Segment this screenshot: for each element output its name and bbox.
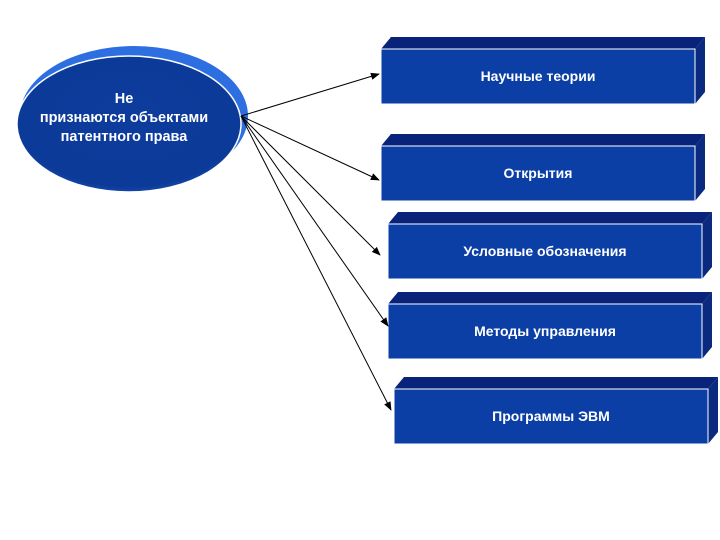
target-box <box>387 292 712 360</box>
connector-arrow <box>240 115 380 181</box>
target-box-front <box>393 388 709 445</box>
connector-arrow <box>240 72 380 117</box>
target-box-front <box>387 303 703 360</box>
target-box <box>380 37 705 105</box>
target-box <box>380 134 705 202</box>
target-box-side <box>695 37 705 104</box>
target-box-side <box>702 292 712 359</box>
target-boxes <box>380 37 718 445</box>
connector-arrows <box>240 72 392 411</box>
source-label: Не признаются объектами патентного права <box>14 90 234 147</box>
source-label-line: Не <box>114 91 134 107</box>
source-label-line: патентного права <box>60 129 188 145</box>
target-box-top <box>388 292 712 304</box>
target-box-label: Программы ЭВМ <box>492 408 610 424</box>
target-box-front <box>380 48 696 105</box>
target-box-label: Условные обозначения <box>463 243 627 259</box>
target-box-side <box>702 212 712 279</box>
target-box <box>387 212 712 280</box>
target-box-label: Открытия <box>503 165 573 181</box>
target-box-label: Методы управления <box>474 323 616 339</box>
target-box-front <box>380 145 696 202</box>
connector-arrow <box>240 115 392 411</box>
source-label-line: признаются объектами <box>39 110 209 126</box>
target-box-side <box>695 134 705 201</box>
connector-arrow <box>240 115 381 256</box>
target-box-top <box>388 212 712 224</box>
target-box-front <box>387 223 703 280</box>
source-ellipse <box>16 46 248 193</box>
connector-arrow <box>240 115 389 327</box>
target-box-side <box>708 377 718 444</box>
target-box-label: Научные теории <box>480 68 596 84</box>
target-box-top <box>381 37 705 49</box>
target-box-top <box>394 377 718 389</box>
target-box-top <box>381 134 705 146</box>
target-box <box>393 377 718 445</box>
